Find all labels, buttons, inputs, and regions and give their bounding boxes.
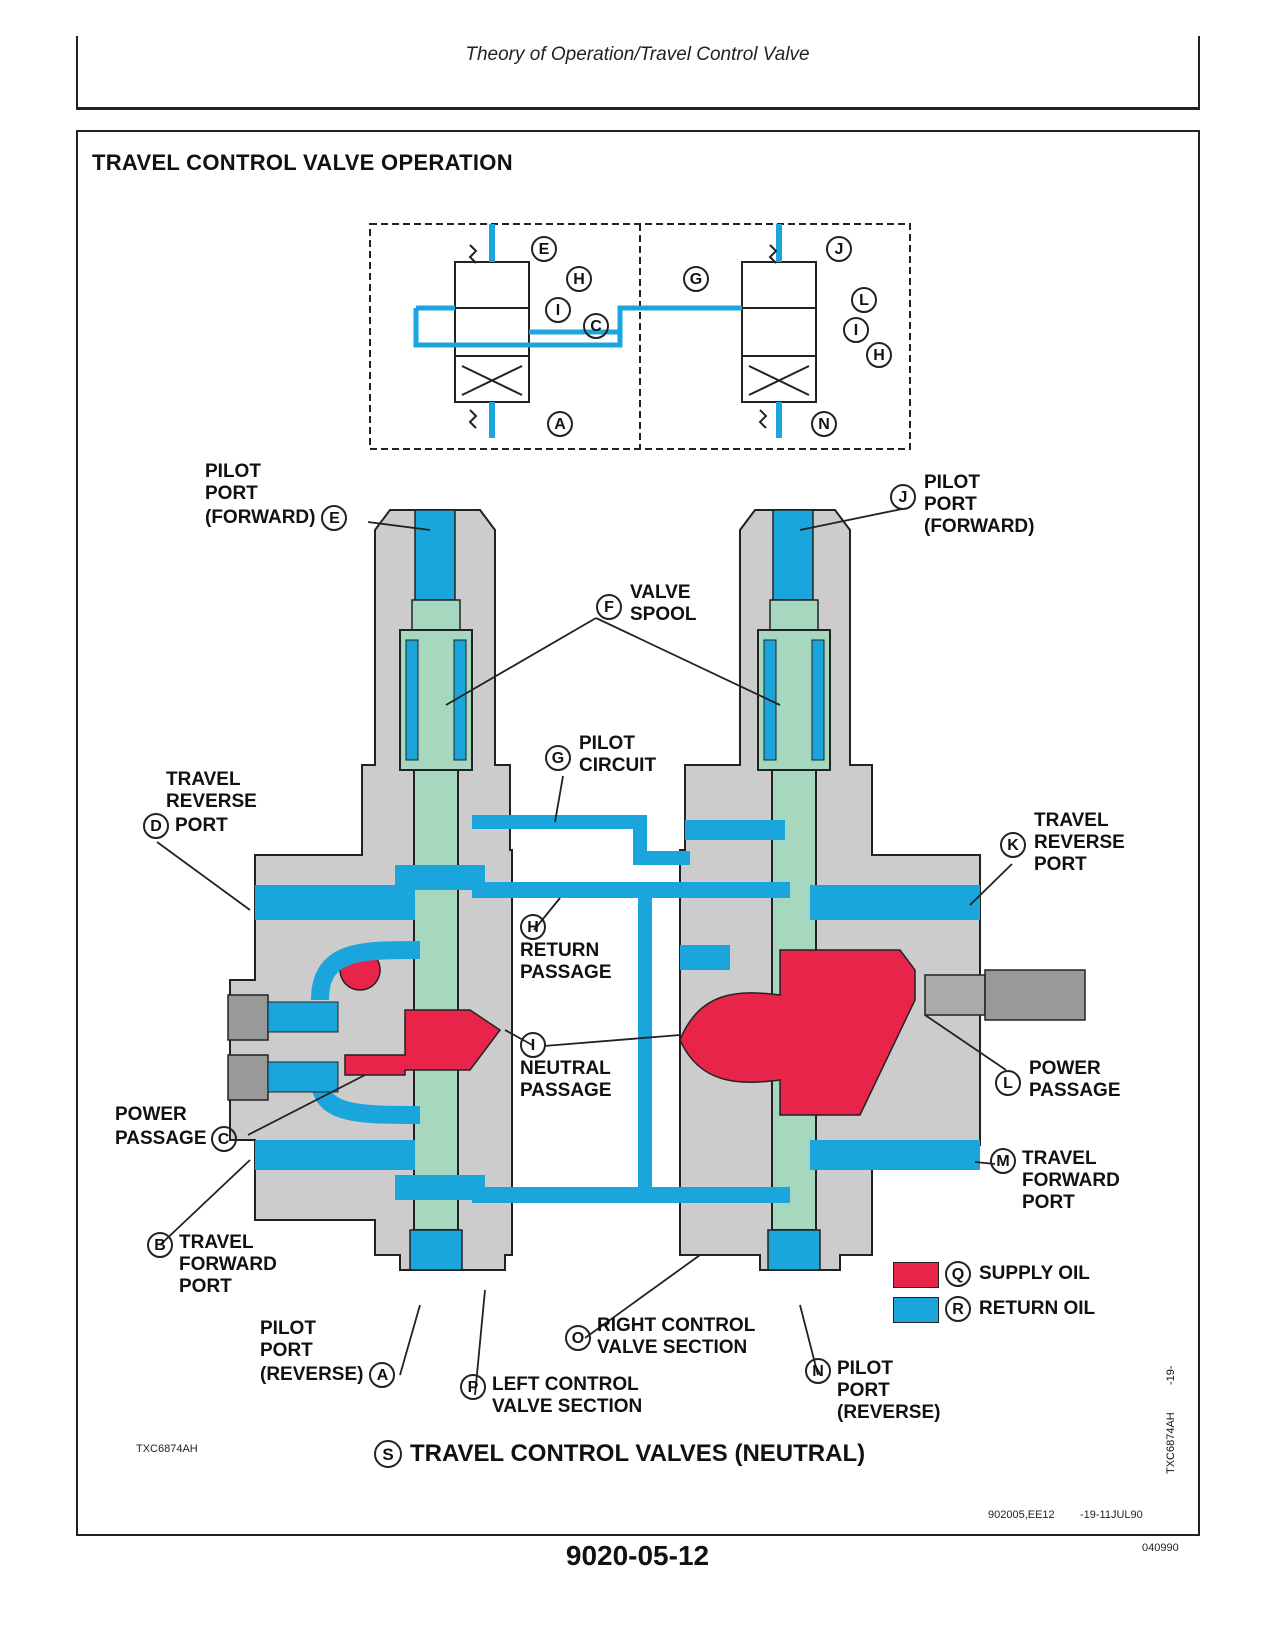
callout-j: J xyxy=(890,484,916,510)
callout-k: K xyxy=(1000,832,1026,858)
connecting-passages xyxy=(472,815,790,1203)
label-neutral-passage: I NEUTRAL PASSAGE xyxy=(520,1032,612,1102)
legend-letter-r: R xyxy=(945,1296,971,1322)
callout-n: N xyxy=(805,1358,831,1384)
callout-c-top: C xyxy=(583,313,609,339)
callout-a: A xyxy=(369,1362,396,1388)
caption-letter-s: S xyxy=(374,1440,402,1468)
legend-swatch-supply xyxy=(893,1262,939,1288)
legend-letter-q: Q xyxy=(945,1261,971,1287)
callout-e-top: E xyxy=(531,236,557,262)
schematic-box xyxy=(369,223,911,450)
figure-frame xyxy=(76,130,1200,1536)
page-number: 9020-05-12 xyxy=(565,1540,710,1571)
callout-m: M xyxy=(990,1148,1016,1174)
right-valve-section xyxy=(679,509,1086,1271)
callout-a-top: A xyxy=(547,411,573,437)
callout-i-top-right: I xyxy=(843,317,869,343)
callout-l: L xyxy=(995,1070,1021,1096)
callout-i: I xyxy=(520,1032,546,1058)
callout-f: F xyxy=(596,594,622,620)
legend-label-return: RETURN OIL xyxy=(979,1298,1096,1319)
image-code: TXC6874AH xyxy=(136,1443,198,1455)
callout-n-top: N xyxy=(811,411,837,437)
label-return-passage: H RETURN PASSAGE xyxy=(520,914,612,984)
label-pilot-port-reverse-left: PILOT PORT (REVERSE)A xyxy=(260,1318,396,1388)
callout-o: O xyxy=(565,1325,591,1351)
figure-title: TRAVEL CONTROL VALVE OPERATION xyxy=(92,150,513,175)
label-pilot-port-forward-left: PILOT PORT (FORWARD)E xyxy=(205,461,348,531)
date-ref: -19-11JUL90 xyxy=(1080,1509,1143,1521)
callout-i-top-left: I xyxy=(545,297,571,323)
header-frame xyxy=(76,36,1200,110)
legend-item-return: R RETURN OIL xyxy=(945,1296,1095,1322)
side-page-marker: -19- xyxy=(1165,1365,1177,1385)
legend-swatch-return xyxy=(893,1297,939,1323)
legend-item-supply: Q SUPPLY OIL xyxy=(945,1261,1090,1287)
callout-h-top-left: H xyxy=(566,266,592,292)
print-code: 040990 xyxy=(1142,1542,1179,1554)
callout-g: G xyxy=(545,745,571,771)
callout-l-top: L xyxy=(851,287,877,313)
callout-h-top-right: H xyxy=(866,342,892,368)
left-valve-section xyxy=(227,509,513,1271)
page-header-title: Theory of Operation/Travel Control Valve xyxy=(465,44,810,65)
figure-caption: S TRAVEL CONTROL VALVES (NEUTRAL) xyxy=(374,1440,865,1468)
side-image-code: TXC6874AH xyxy=(1165,1412,1177,1474)
callout-h: H xyxy=(520,914,546,940)
callout-d: D xyxy=(143,813,169,839)
legend-label-supply: SUPPLY OIL xyxy=(979,1263,1090,1284)
callout-g-top: G xyxy=(683,266,709,292)
callout-j-top: J xyxy=(826,236,852,262)
callout-p: P xyxy=(460,1374,486,1400)
callout-c: C xyxy=(210,1126,237,1152)
callout-b: B xyxy=(147,1232,173,1258)
caption-text: TRAVEL CONTROL VALVES (NEUTRAL) xyxy=(410,1440,866,1467)
doc-ref: 902005,EE12 xyxy=(988,1509,1055,1521)
callout-e: E xyxy=(321,505,348,531)
